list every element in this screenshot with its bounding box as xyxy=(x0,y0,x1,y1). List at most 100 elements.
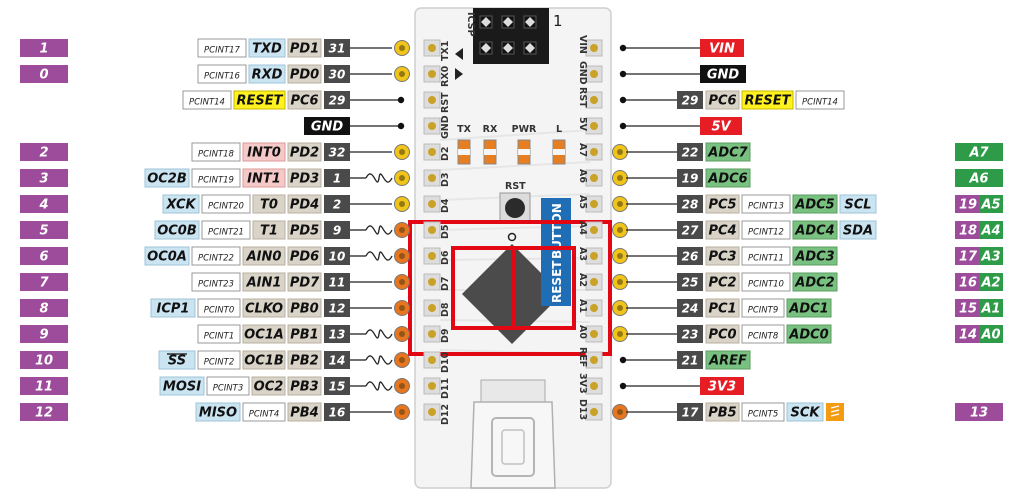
pin-tag-serial: OC0B xyxy=(154,220,200,240)
pin-tag-serial: TXD xyxy=(248,38,286,58)
arduino-pin-text: 13 xyxy=(970,406,988,421)
pin-tag-port-bg xyxy=(705,90,740,110)
pin-tag-ground: GND xyxy=(304,117,350,135)
pin-tag-physical-text: 11 xyxy=(329,276,346,290)
arduino-pin-badge: 7 xyxy=(20,273,68,291)
pin-tag-port: PD5 xyxy=(287,220,322,240)
pin-dot xyxy=(619,70,627,78)
pin-tag-adc: ADC2 xyxy=(792,272,838,292)
pin-tag-physical-bg xyxy=(677,221,703,239)
pin-tag-port-text: PB1 xyxy=(290,328,318,343)
arduino-pin-badge: 8 xyxy=(20,299,68,317)
pin-tag-port-bg xyxy=(287,38,322,58)
pin-tag-port-bg xyxy=(252,220,286,240)
pin-tag-pcint-bg xyxy=(242,402,286,422)
pin-tag-physical-bg xyxy=(677,299,703,317)
pin-tag-port-bg xyxy=(287,324,322,344)
pin-tag-port-text: OC1B xyxy=(244,354,284,369)
highlight-outer xyxy=(408,220,612,356)
led-indicator-icon xyxy=(826,403,844,421)
pin-tag-port-bg xyxy=(242,272,286,292)
analog-pin-badge: A7 xyxy=(955,143,1003,161)
pin-tag-power-bg xyxy=(700,377,744,395)
pin-tag-port-text: PD6 xyxy=(290,250,319,265)
pin-tag-port-text: PB4 xyxy=(290,406,318,421)
arduino-pin-badge: 10 xyxy=(20,351,68,369)
pin-tag-port: PD2 xyxy=(287,142,322,162)
arduino-pin-badge: 6 xyxy=(20,247,68,265)
pin-dot xyxy=(394,222,410,238)
silk-right-rst: RST xyxy=(577,87,588,108)
arduino-pin-analog: A0 xyxy=(980,328,1000,343)
rst-label: RST xyxy=(505,181,526,192)
pin-dot xyxy=(394,40,410,56)
pin-tag-pcint: PCINT10 xyxy=(741,272,791,292)
silk-left-d4: D4 xyxy=(440,198,451,213)
pin-dot xyxy=(394,66,410,82)
pin-tag-port: AIN1 xyxy=(242,272,286,292)
pin-tag-serial-bg xyxy=(839,194,877,214)
pin-tag-pcint-bg xyxy=(201,194,251,214)
pin-tag-physical-bg xyxy=(677,403,703,421)
pin-tag-pcint: PCINT17 xyxy=(197,38,247,58)
right-row: 5V xyxy=(619,117,742,135)
pin-tag-physical-bg xyxy=(324,403,350,421)
arduino-pin-text: 5 xyxy=(39,224,48,239)
led-label-l: L xyxy=(556,124,562,135)
pin-tag-port-bg xyxy=(287,220,322,240)
pin-tag-pcint-bg xyxy=(795,90,845,110)
pin-tag-port-text: PD5 xyxy=(290,224,319,239)
pin-tag-power-bg xyxy=(700,39,744,57)
silk-left-d10: D10 xyxy=(440,352,451,373)
pin-tag-port: PD1 xyxy=(287,38,322,58)
pin-tag-port-text: AIN1 xyxy=(246,276,282,291)
pin-tag-physical-bg xyxy=(677,247,703,265)
pin-tag-port: PC6 xyxy=(287,90,322,110)
pin-tag-reset-bg xyxy=(233,90,286,110)
pin-tag-serial: XCK xyxy=(162,194,200,214)
pin-tag-physical-bg xyxy=(324,91,350,109)
pin-tag-adc-bg xyxy=(786,324,832,344)
pin-tag-pcint-text: PCINT3 xyxy=(213,384,244,394)
pin-tag-port: PD3 xyxy=(287,168,322,188)
arduino-pin-text: 1 xyxy=(39,42,48,57)
pin-tag-port-text: T0 xyxy=(260,198,278,213)
silk-left-tx1: TX1 xyxy=(440,41,451,61)
arduino-pin-analog: A5 xyxy=(980,198,1000,213)
pin-tag-serial-text: OC0B xyxy=(157,224,197,239)
pin-tag-interrupt-bg xyxy=(242,142,286,162)
reset-button-cap[interactable] xyxy=(505,198,525,218)
pin-tag-pcint-bg xyxy=(191,272,241,292)
pin-tag-adc-text: ADC2 xyxy=(794,276,834,291)
pin-tag-serial: SS xyxy=(158,350,196,370)
pin-tag-physical-text: 32 xyxy=(329,146,346,160)
pin-tag-pcint: PCINT2 xyxy=(197,350,241,370)
pin-tag-port: PD4 xyxy=(287,194,322,214)
pin-tag-physical-text: 13 xyxy=(329,328,346,342)
pin-tag-pcint-bg xyxy=(741,194,791,214)
pin-tag-port: PC1 xyxy=(705,298,740,318)
arduino-pin-badge: 5 xyxy=(20,221,68,239)
pin-tag-physical-text: 1 xyxy=(333,172,341,186)
silk-right-a4: A4 xyxy=(577,221,588,235)
pin-tag-port: OC1B xyxy=(242,350,286,370)
pin-tag-physical: 23 xyxy=(677,325,703,343)
arduino-pin-number: 14 xyxy=(959,328,977,343)
pin-tag-serial-text: SDA xyxy=(843,224,873,239)
pin-tag-serial-text: OC0A xyxy=(147,250,187,265)
pin-tag-physical-text: 31 xyxy=(329,42,346,56)
pin-tag-physical-text: 15 xyxy=(329,380,346,394)
pin-tag-pcint-bg xyxy=(191,168,241,188)
pin-tag-serial-text: SCK xyxy=(791,406,821,421)
arduino-pin-text: 8 xyxy=(39,302,48,317)
pin-tag-serial: MISO xyxy=(195,402,241,422)
pin-tag-physical-bg xyxy=(324,195,350,213)
pin-tag-port-bg xyxy=(705,402,740,422)
pin-tag-serial-text: ICP1 xyxy=(157,302,190,317)
pin-tag-adc-bg xyxy=(792,220,838,240)
